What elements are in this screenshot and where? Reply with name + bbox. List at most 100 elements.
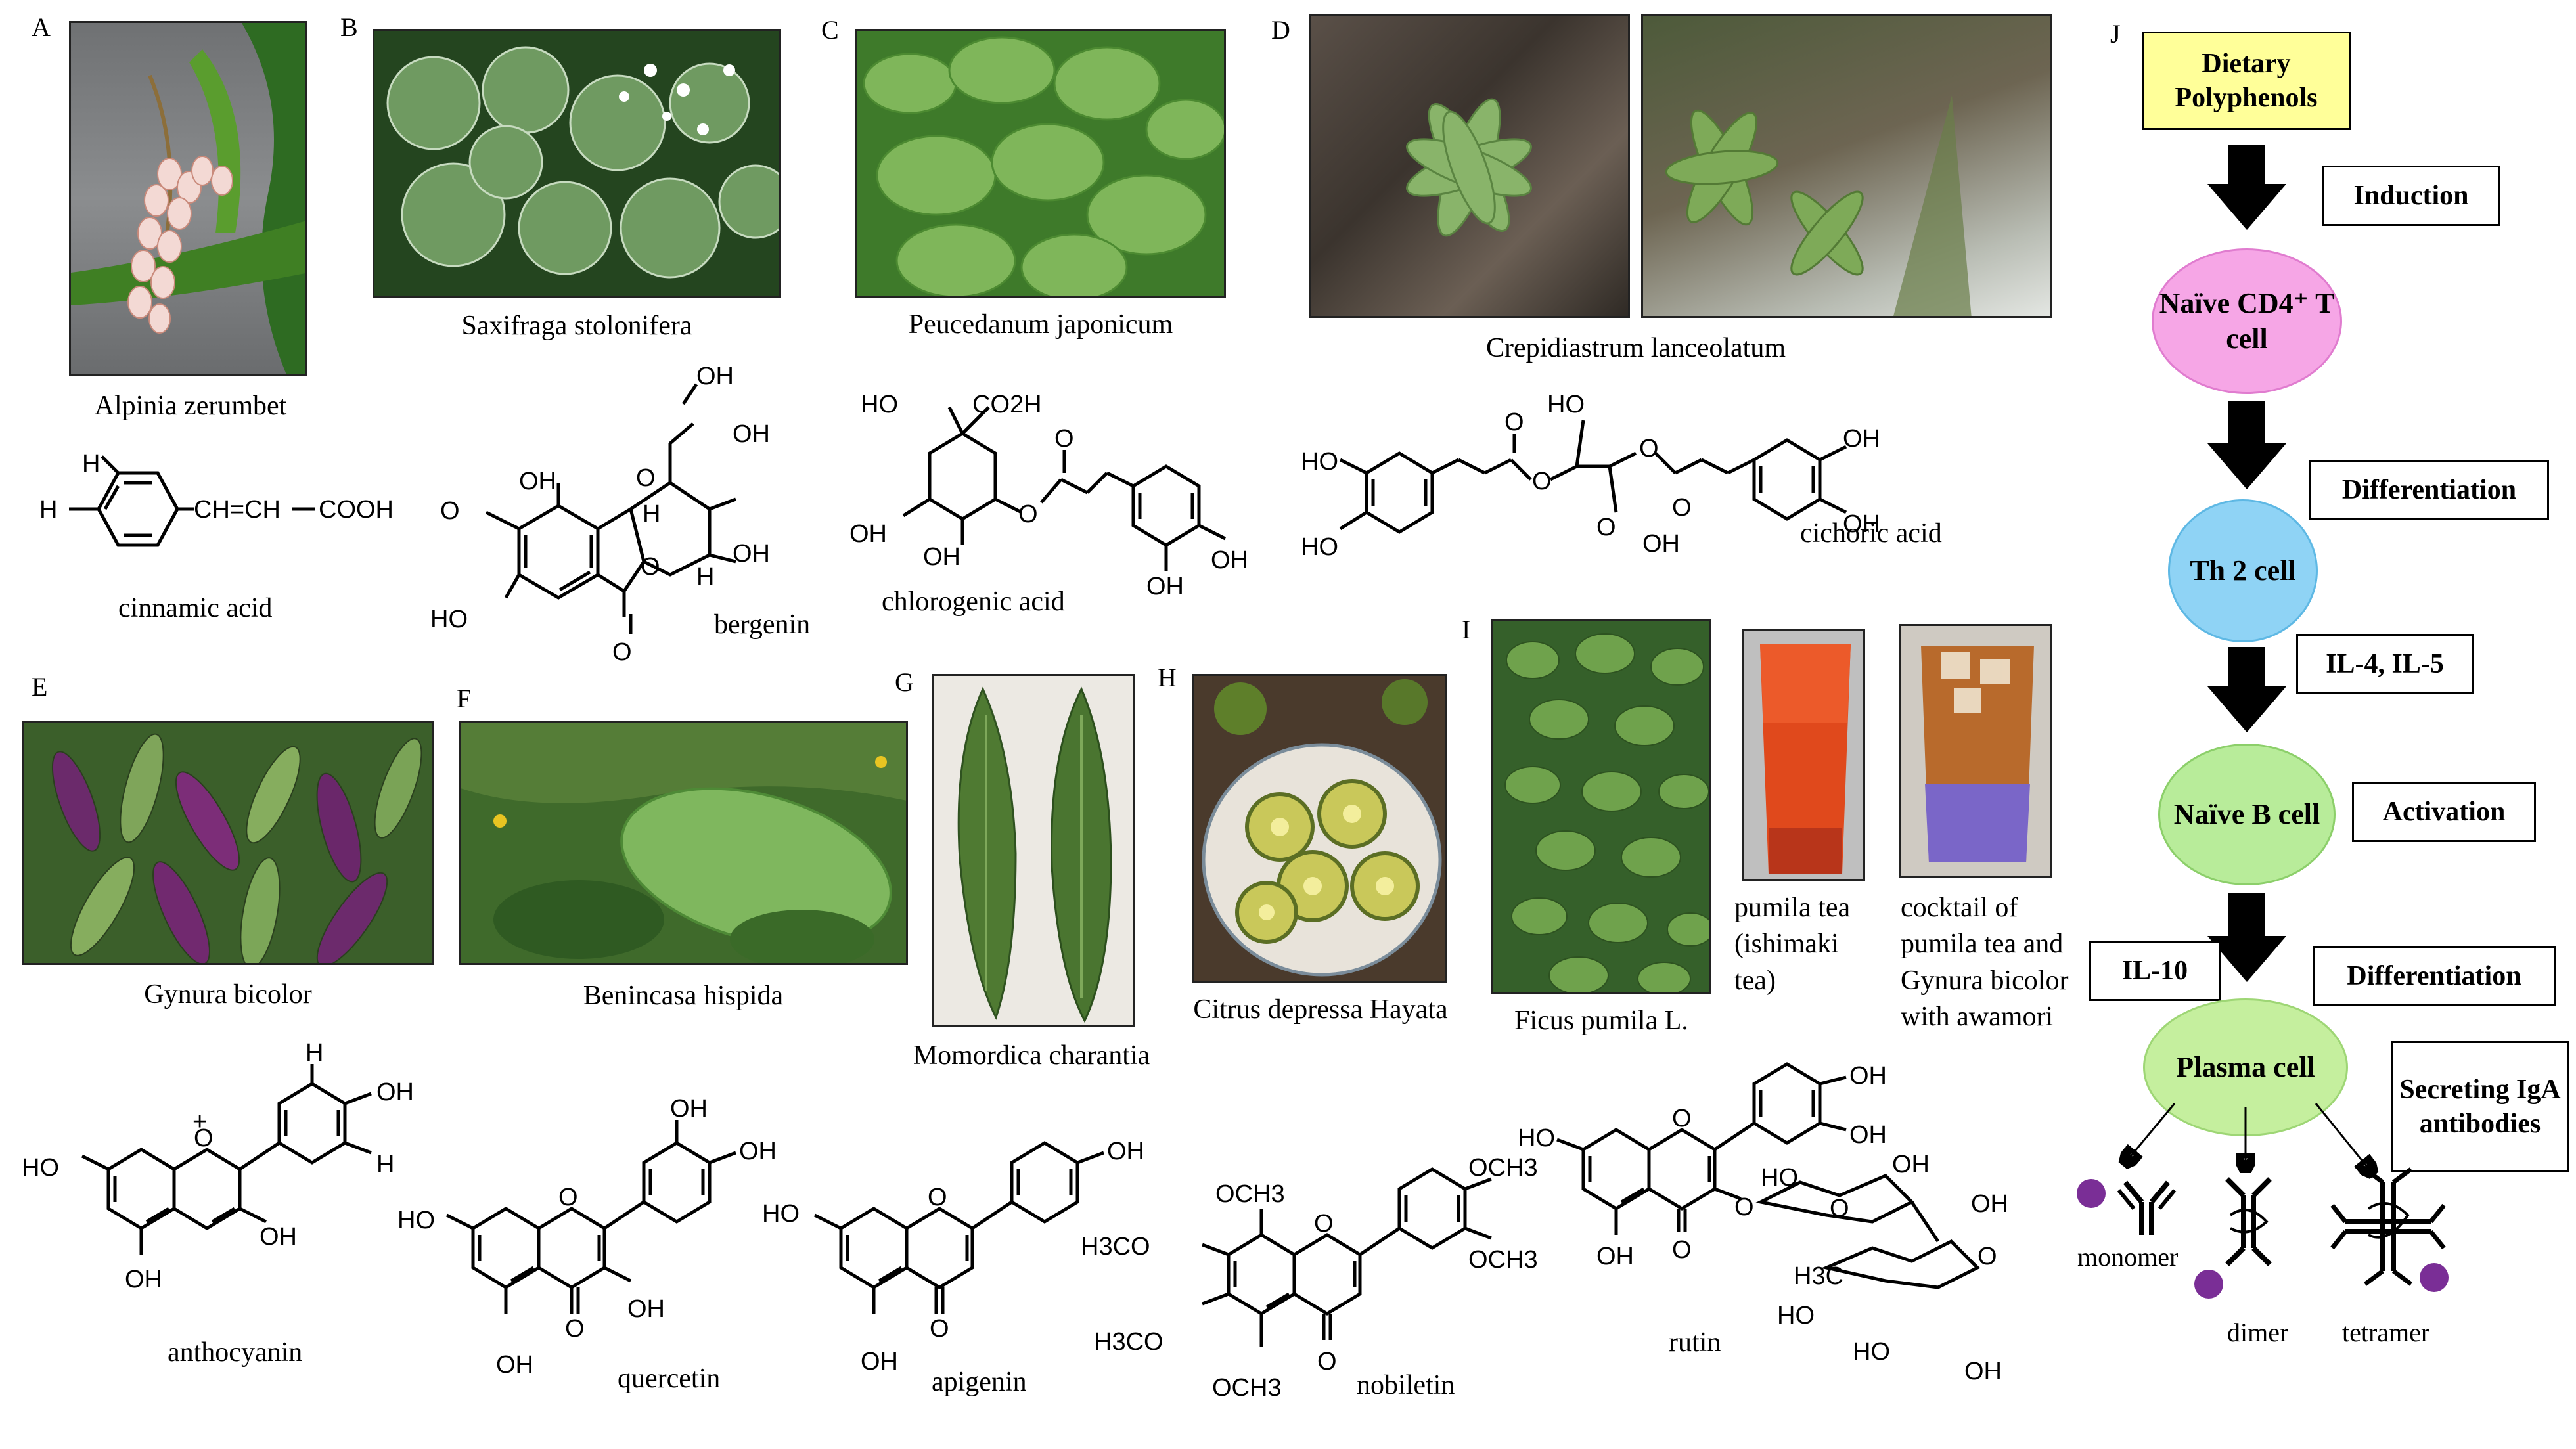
crepidiastrum-photo-1 — [1309, 14, 1630, 318]
svg-text:O: O — [636, 464, 656, 492]
svg-text:O: O — [1672, 494, 1692, 522]
panel-letter-d: D — [1271, 15, 1290, 45]
svg-text:O: O — [930, 1315, 949, 1343]
secreting-iga-label: Secreting IgA antibodies — [2391, 1041, 2569, 1172]
svg-text:OH: OH — [519, 468, 556, 495]
svg-text:HO: HO — [861, 391, 898, 418]
cichoric-acid-label: cichoric acid — [1800, 518, 1942, 548]
th2-cell: Th 2 cell — [2168, 499, 2318, 642]
differentiation-label-1: Differentiation — [2309, 460, 2549, 520]
pumila-tea-photo — [1742, 629, 1865, 881]
dietary-polyphenols-box: Dietary Polyphenols — [2142, 32, 2351, 130]
svg-text:H: H — [305, 1039, 323, 1067]
svg-text:OH: OH — [1146, 573, 1184, 600]
il10-label: IL-10 — [2089, 941, 2221, 1001]
nobiletin-label: nobiletin — [1357, 1370, 1455, 1400]
svg-text:COOH: COOH — [319, 496, 394, 524]
panel-letter-j: J — [2110, 19, 2121, 49]
svg-text:OH: OH — [733, 540, 770, 568]
svg-text:O: O — [440, 497, 460, 525]
citrus-photo — [1192, 674, 1447, 983]
svg-text:CH=CH: CH=CH — [194, 496, 281, 524]
svg-text:CO2H: CO2H — [972, 391, 1042, 418]
svg-text:OH: OH — [1849, 1121, 1887, 1149]
svg-text:H3CO: H3CO — [1081, 1233, 1150, 1260]
panel-letter-i: I — [1462, 615, 1471, 644]
svg-text:OH: OH — [376, 1079, 414, 1106]
tetramer-antibody-icon — [2330, 1167, 2449, 1292]
svg-text:OH: OH — [1843, 510, 1880, 538]
svg-text:HO: HO — [1301, 533, 1338, 561]
svg-text:HO: HO — [1547, 391, 1585, 418]
panel-letter-e: E — [32, 672, 48, 702]
svg-text:O: O — [1018, 501, 1038, 528]
svg-text:O: O — [1639, 435, 1659, 462]
saxifraga-photo — [373, 29, 781, 298]
naive-cd4-t-cell: Naïve CD4⁺ T cell — [2152, 248, 2342, 394]
peucedanum-caption: Peucedanum japonicum — [908, 309, 1173, 340]
panel-letter-f: F — [457, 684, 472, 713]
svg-text:OH: OH — [670, 1095, 708, 1123]
cocktail-photo — [1899, 624, 2052, 878]
svg-text:OCH3: OCH3 — [1215, 1180, 1285, 1208]
svg-text:OH: OH — [125, 1266, 162, 1293]
svg-text:OH: OH — [1892, 1151, 1930, 1178]
svg-text:HO: HO — [397, 1207, 435, 1234]
svg-text:HO: HO — [1301, 448, 1338, 476]
peucedanum-photo — [855, 29, 1226, 298]
svg-text:O: O — [641, 553, 660, 581]
svg-text:OH: OH — [1849, 1062, 1887, 1090]
svg-text:HO: HO — [1853, 1338, 1890, 1366]
svg-text:O: O — [1532, 468, 1552, 495]
svg-text:H: H — [643, 501, 660, 528]
induction-label: Induction — [2322, 166, 2500, 226]
chlorogenic-acid-label: chlorogenic acid — [882, 587, 1065, 617]
quercetin-structure: HO O OH O OH OH OH — [397, 1095, 777, 1379]
svg-text:H: H — [696, 563, 714, 591]
svg-text:HO: HO — [22, 1154, 59, 1182]
activation-label: Activation — [2352, 782, 2536, 842]
svg-text:OH: OH — [861, 1348, 898, 1375]
momordica-photo — [932, 674, 1135, 1027]
svg-text:HO: HO — [1518, 1125, 1555, 1152]
panel-letter-b: B — [340, 12, 358, 42]
svg-text:OH: OH — [1642, 530, 1680, 558]
svg-text:O: O — [1830, 1195, 1849, 1222]
svg-text:O: O — [194, 1125, 214, 1152]
benincasa-caption: Benincasa hispida — [583, 981, 784, 1011]
panel-letter-a: A — [32, 12, 51, 42]
cinnamic-acid-structure: H H CH=CH COOH — [39, 450, 394, 547]
svg-text:OCH3: OCH3 — [1468, 1246, 1538, 1274]
svg-text:OH: OH — [1596, 1243, 1634, 1270]
gynura-photo — [22, 721, 434, 965]
quercetin-label: quercetin — [618, 1364, 721, 1394]
svg-text:OH: OH — [1971, 1190, 2008, 1218]
svg-text:O: O — [1317, 1348, 1337, 1375]
panel-letter-h: H — [1158, 663, 1177, 692]
svg-text:OH: OH — [1211, 546, 1248, 574]
svg-text:OH: OH — [923, 543, 960, 571]
svg-text:O: O — [1672, 1105, 1692, 1132]
saxifraga-caption: Saxifraga stolonifera — [461, 311, 692, 341]
svg-text:O: O — [558, 1184, 578, 1211]
svg-text:O: O — [1734, 1193, 1754, 1221]
svg-text:O: O — [1672, 1236, 1692, 1264]
panel-letter-c: C — [821, 15, 839, 45]
nobiletin-structure: OCH3 H3CO H3CO OCH3 O O OCH3 OCH3 — [1081, 1154, 1538, 1402]
svg-text:HO: HO — [1761, 1164, 1798, 1192]
ficus-photo — [1491, 619, 1711, 994]
crepidiastrum-caption: Crepidiastrum lanceolatum — [1485, 333, 1786, 363]
dimer-label: dimer — [2227, 1318, 2289, 1347]
monomer-antibody-icon — [2077, 1179, 2177, 1235]
svg-text:O: O — [928, 1184, 947, 1211]
il4-il5-label: IL-4, IL-5 — [2296, 634, 2474, 694]
anthocyanin-label: anthocyanin — [168, 1337, 303, 1368]
crepidiastrum-photo-2 — [1641, 14, 2052, 318]
momordica-caption: Momordica charantia — [913, 1040, 1150, 1071]
svg-text:OH: OH — [1107, 1138, 1144, 1165]
citrus-caption: Citrus depressa Hayata — [1193, 994, 1448, 1025]
alpinia-caption: Alpinia zerumbet — [94, 391, 287, 421]
alpinia-photo — [69, 21, 307, 376]
bergenin-structure: OH OH OH OH OH O HO O O O H H — [430, 363, 770, 666]
panel-letter-g: G — [895, 667, 914, 697]
